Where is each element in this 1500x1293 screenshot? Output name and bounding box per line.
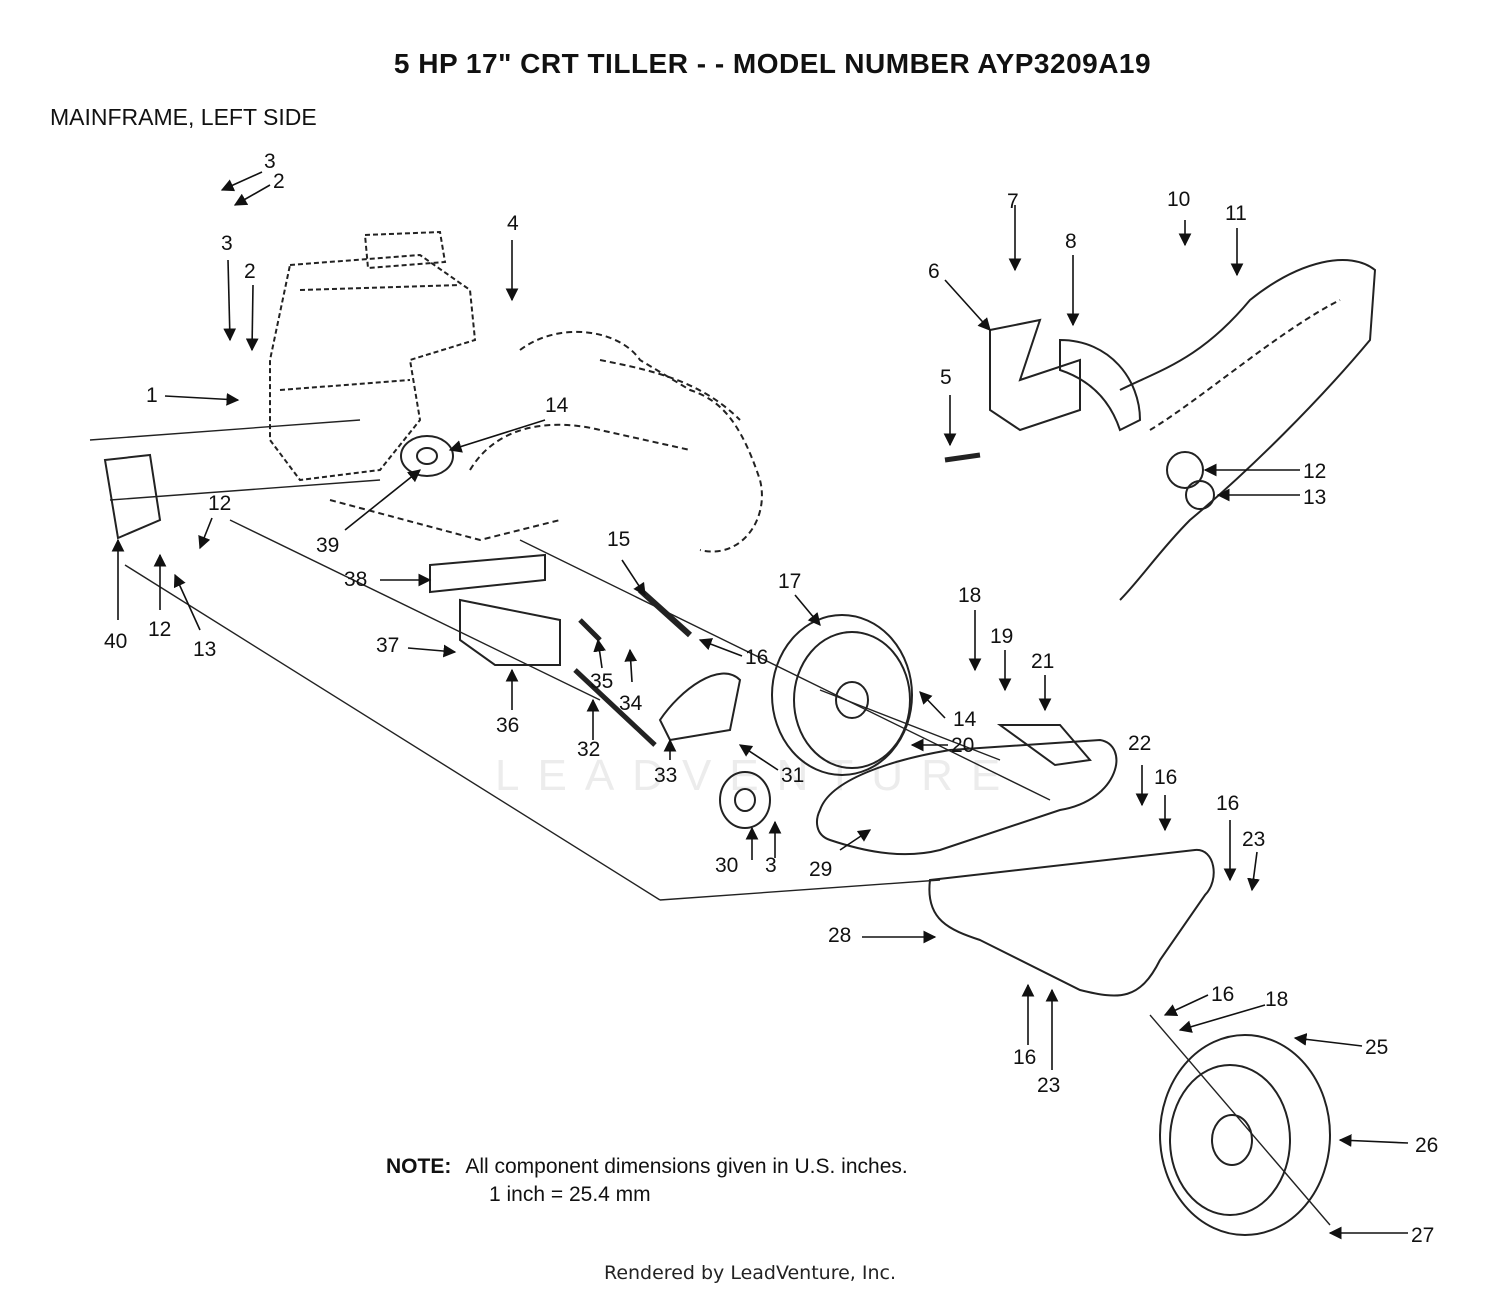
leader-lines — [111, 171, 1409, 1240]
callout-33: 33 — [654, 764, 677, 787]
callout-21: 21 — [1031, 650, 1054, 673]
callout-27: 27 — [1411, 1224, 1434, 1247]
callout-1: 1 — [146, 384, 158, 407]
guard-36 — [459, 598, 561, 666]
frame-outline — [329, 330, 763, 553]
callout-36: 36 — [496, 714, 519, 737]
callout-16: 16 — [1216, 792, 1239, 815]
callout-4: 4 — [507, 212, 519, 235]
callout-22: 22 — [1128, 732, 1151, 755]
callout-28: 28 — [828, 924, 851, 947]
drive-belt — [816, 738, 1118, 856]
callout-20: 20 — [951, 734, 974, 757]
callout-12: 12 — [1303, 460, 1326, 483]
plate-21 — [996, 724, 1092, 767]
dimension-note: NOTE: All component dimensions given in U… — [386, 1153, 908, 1209]
callout-11: 11 — [1225, 202, 1247, 225]
callout-12: 12 — [148, 618, 171, 641]
depth-bracket — [989, 318, 1081, 432]
callout-30: 30 — [715, 854, 738, 877]
bolt-35 — [578, 618, 602, 642]
callout-23: 23 — [1037, 1074, 1060, 1097]
callout-32: 32 — [577, 738, 600, 761]
belt-cover — [928, 848, 1215, 997]
callout-26: 26 — [1415, 1134, 1438, 1157]
idler-arm — [658, 672, 742, 742]
callout-6: 6 — [928, 260, 940, 283]
callout-31: 31 — [781, 764, 804, 787]
callout-14: 14 — [953, 708, 977, 731]
wheel-12 — [1166, 451, 1204, 489]
callout-18: 18 — [1265, 988, 1288, 1011]
bracket-38 — [429, 553, 546, 594]
rod-32 — [573, 668, 657, 747]
callout-8: 8 — [1065, 230, 1077, 253]
callout-23: 23 — [1242, 828, 1265, 851]
construction-lines — [89, 419, 1331, 1226]
callout-12: 12 — [208, 492, 231, 515]
callout-16: 16 — [1013, 1046, 1036, 1069]
rod-15 — [637, 587, 693, 638]
engine-pulley — [400, 435, 454, 477]
callout-16: 16 — [1211, 983, 1234, 1006]
note-line-2: 1 inch = 25.4 mm — [489, 1183, 651, 1206]
watermark-text: LEADVENTURE — [495, 751, 1018, 800]
callout-2: 2 — [244, 260, 256, 283]
callout-18: 18 — [958, 584, 981, 607]
diagram-title: 5 HP 17" CRT TILLER - - MODEL NUMBER AYP… — [393, 48, 1152, 79]
footer-credit: Rendered by LeadVenture, Inc. — [603, 1262, 897, 1284]
callout-35: 35 — [590, 670, 613, 693]
callout-13: 13 — [193, 638, 216, 661]
depth-plate — [1059, 338, 1142, 432]
callout-16: 16 — [1154, 766, 1177, 789]
callout-29: 29 — [809, 858, 832, 881]
note-label: NOTE: — [386, 1155, 452, 1178]
engine-outline — [269, 230, 477, 482]
callout-3: 3 — [221, 232, 233, 255]
callout-13: 13 — [1303, 486, 1326, 509]
tine-shield — [1119, 259, 1377, 601]
callout-2: 2 — [273, 170, 285, 193]
callout-19: 19 — [990, 625, 1013, 648]
callout-37: 37 — [376, 634, 399, 657]
callout-5: 5 — [940, 366, 952, 389]
wheel-tire — [1159, 1034, 1331, 1236]
callout-39: 39 — [316, 534, 339, 557]
callout-16: 16 — [745, 646, 768, 669]
callout-3: 3 — [264, 150, 276, 173]
large-pulley — [771, 614, 913, 776]
callout-34: 34 — [619, 692, 643, 715]
diagram-subtitle: MAINFRAME, LEFT SIDE — [50, 104, 317, 130]
callout-38: 38 — [344, 568, 367, 591]
callout-10: 10 — [1167, 188, 1190, 211]
callout-14: 14 — [545, 394, 569, 417]
callout-15: 15 — [607, 528, 630, 551]
callout-25: 25 — [1365, 1036, 1388, 1059]
idler-pulley — [719, 771, 771, 829]
callout-3: 3 — [765, 854, 777, 877]
hub-13 — [1185, 480, 1215, 510]
callout-7: 7 — [1007, 190, 1019, 213]
note-line-1: All component dimensions given in U.S. i… — [465, 1155, 908, 1178]
callout-40: 40 — [104, 630, 127, 653]
mounting-plate — [103, 453, 162, 540]
callout-17: 17 — [778, 570, 801, 593]
